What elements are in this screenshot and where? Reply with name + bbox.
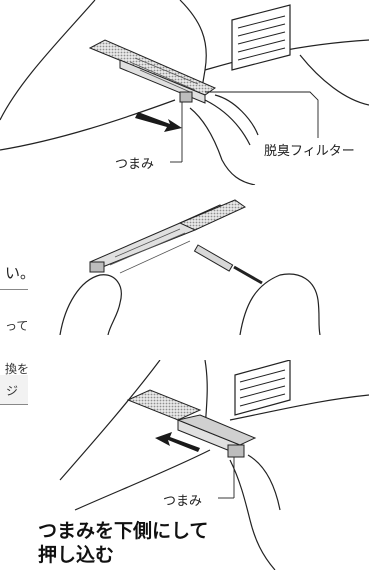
vent-grille-bottom — [234, 360, 291, 416]
cut-text-3: 換を — [5, 362, 30, 376]
note-box — [0, 375, 28, 405]
label-knob-bottom: つまみ — [163, 494, 203, 509]
arrow-left-icon — [155, 432, 200, 452]
cut-text-4: ジ — [6, 384, 19, 398]
toothbrush — [193, 244, 263, 285]
illustration-clean-filter — [59, 199, 321, 335]
illustration-remove-filter — [0, 0, 369, 185]
vent-grille — [231, 4, 291, 71]
cut-text-2: って — [5, 319, 29, 333]
cut-text-1: い。 — [5, 264, 36, 282]
instruction-text: つまみを下側にして 押し込む — [38, 519, 208, 567]
filter-being-cleaned — [89, 199, 247, 274]
label-knob-top: つまみ — [115, 157, 155, 172]
illustration-insert-filter — [59, 360, 369, 570]
deodorizing-filter — [88, 39, 217, 104]
arrow-right-icon — [135, 112, 182, 132]
filter-inserting — [126, 389, 257, 458]
instruction-line-2: 押し込む — [38, 544, 115, 566]
divider-1 — [0, 289, 28, 290]
instruction-line-1: つまみを下側にして — [38, 520, 209, 542]
label-deodorizing-filter: 脱臭フィルター — [264, 144, 355, 159]
divider-2 — [0, 404, 28, 405]
